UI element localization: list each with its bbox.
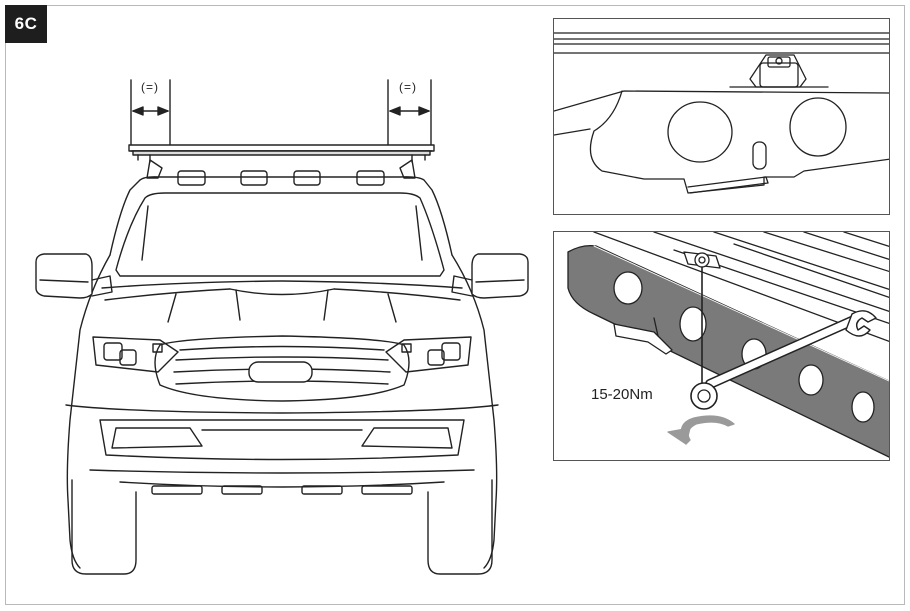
dimension-guides-left [130, 79, 171, 151]
mounting-bolt [683, 251, 721, 393]
rack-clamp [729, 54, 829, 88]
detail-bracket-alignment [553, 18, 890, 215]
detail-torque-bolt [553, 231, 890, 461]
dimension-guides-right [387, 79, 432, 151]
clockwise-arrow-icon [667, 415, 735, 445]
torque-spec-label: 15-20Nm [591, 386, 653, 403]
torque-detail-drawing [567, 232, 889, 458]
wrench-icon [690, 310, 877, 410]
bracket-detail-drawing [554, 32, 889, 194]
step-badge: 6C [5, 5, 47, 43]
roof-mounts [146, 159, 416, 186]
vehicle-front-view [35, 79, 529, 575]
equal-spacing-label-left: (=) [141, 80, 159, 94]
roof-bracket-plate [554, 90, 889, 194]
vehicle-body [65, 176, 499, 575]
equal-spacing-label-right: (=) [399, 80, 417, 94]
diagram-frame [5, 5, 905, 605]
roof-rack [128, 144, 435, 163]
side-mirrors [35, 253, 529, 299]
